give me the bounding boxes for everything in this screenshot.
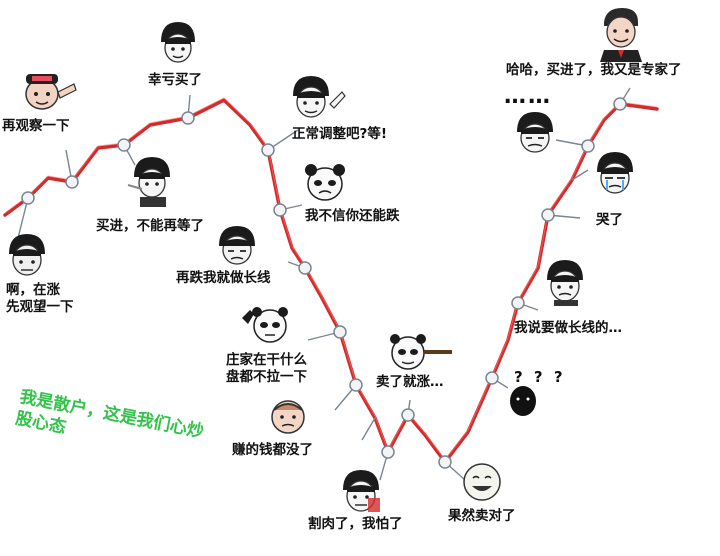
face-tears-icon	[517, 112, 553, 153]
label-dots: ……	[504, 84, 552, 109]
face-panda-icon	[305, 164, 345, 201]
face-panda-stick-icon	[390, 334, 452, 370]
price-node	[511, 296, 525, 310]
label-rising-wait: 啊，在涨 先观望一下	[6, 282, 74, 315]
price-node	[485, 371, 499, 385]
price-node	[438, 455, 452, 469]
price-node	[541, 208, 555, 222]
label-cut-loss-afraid: 割肉了，我怕了	[308, 516, 403, 532]
label-normal-adjust: 正常调整吧?等!	[292, 126, 387, 142]
label-fall-long-term: 再跌我就做长线	[176, 270, 271, 286]
label-profit-gone: 赚的钱都没了	[232, 442, 313, 458]
face-smoking-icon	[127, 157, 170, 207]
price-node	[65, 175, 79, 189]
price-node	[381, 445, 395, 459]
price-nodes	[21, 97, 627, 469]
price-node	[181, 111, 195, 125]
label-haha-expert: 哈哈，买进了，我又是专家了	[506, 62, 682, 78]
face-expert-icon	[600, 8, 642, 62]
face-worried-icon	[9, 234, 45, 276]
price-node	[613, 97, 627, 111]
face-regret-icon	[547, 260, 583, 306]
label-bought-cant-wait: 买进，不能再等了	[96, 218, 204, 234]
label-dealer-doing: 庄家在干什么 盘都不拉一下	[226, 352, 307, 385]
price-node	[581, 139, 595, 153]
label-question-marks: ? ? ?	[514, 368, 566, 386]
face-cut-loss-icon	[343, 470, 380, 512]
face-crying-icon	[597, 152, 633, 194]
face-hat-icon	[25, 74, 77, 110]
face-mushroom-hair-icon	[161, 22, 195, 63]
price-node	[21, 191, 35, 205]
label-observe-again: 再观察一下	[2, 118, 70, 134]
face-happy-icon	[463, 463, 501, 501]
label-lucky-bought: 幸亏买了	[148, 72, 202, 88]
price-node	[117, 138, 131, 152]
price-node	[333, 325, 347, 339]
face-panda-gesture-icon	[242, 307, 288, 343]
price-node	[298, 261, 312, 275]
label-indeed-sold-right: 果然卖对了	[448, 508, 516, 524]
label-said-long-term: 我说要做长线的…	[514, 320, 622, 336]
price-node	[273, 203, 287, 217]
price-node	[401, 408, 415, 422]
face-silhouette-icon	[510, 386, 536, 416]
price-node	[349, 378, 363, 392]
label-cried: 哭了	[596, 212, 623, 228]
label-sold-then-rise: 卖了就涨…	[376, 374, 444, 390]
face-bald-icon	[271, 400, 305, 434]
face-waving-icon	[293, 76, 346, 118]
face-sad-icon	[219, 226, 255, 265]
price-node	[261, 143, 275, 157]
label-dont-believe: 我不信你还能跌	[305, 208, 400, 224]
